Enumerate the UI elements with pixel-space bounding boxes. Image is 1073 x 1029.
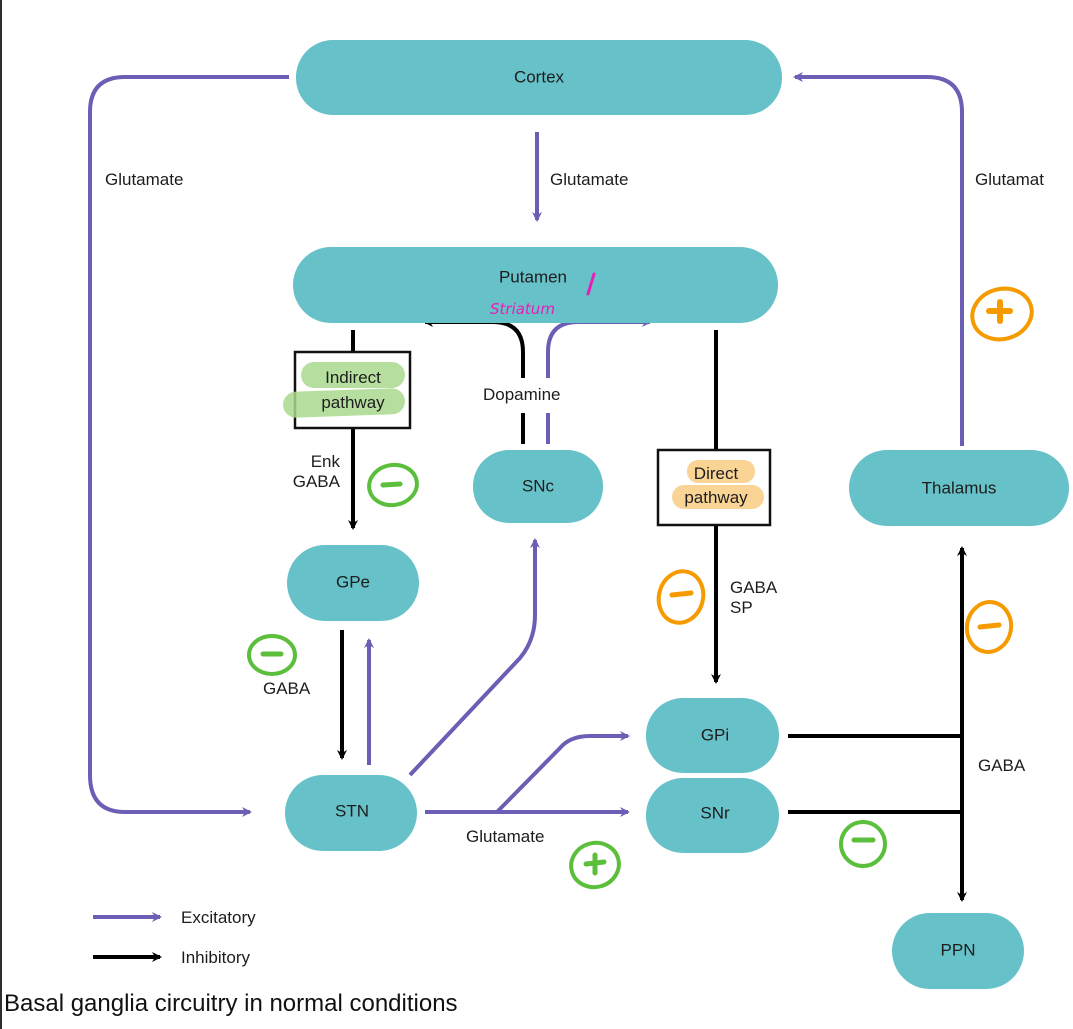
legend: Excitatory Inhibitory (93, 908, 256, 967)
snc-to-putamen-excitatory-arrow-upper (546, 317, 652, 378)
label-sp-direct: SP (730, 598, 753, 617)
indirect-pathway-box: Indirect pathway (283, 350, 412, 430)
label-glutamate-right: Glutamat (975, 170, 1044, 189)
thalamus-to-cortex-arrow (793, 72, 964, 446)
indirect-highlight-line1 (301, 362, 405, 388)
label-gaba-gpe-stn: GABA (263, 679, 311, 698)
legend-item-inhibitory: Inhibitory (93, 948, 250, 967)
node-gpi-label: GPi (701, 725, 729, 744)
label-glutamate-stn: Glutamate (466, 827, 544, 846)
node-putamen-label: Putamen (499, 267, 567, 286)
indirect-highlight-line2 (283, 388, 405, 418)
label-gaba-output: GABA (978, 756, 1026, 775)
putamen-striatum-annotation: Striatum (490, 272, 596, 318)
legend-excitatory-label: Excitatory (181, 908, 256, 927)
legend-item-excitatory: Excitatory (93, 908, 256, 927)
snc-to-putamen-inhibitory-arrow-upper (423, 317, 525, 378)
cortex-to-stn-arrow (88, 75, 289, 817)
legend-inhibitory-label: Inhibitory (181, 948, 250, 967)
label-enk: Enk (311, 452, 341, 471)
node-snr: SNr (646, 778, 779, 853)
minus-sign-icon (367, 462, 419, 508)
node-cortex: Cortex (296, 40, 782, 115)
window-left-border (0, 0, 2, 1029)
node-snr-label: SNr (700, 803, 730, 822)
plus-sign-icon (569, 840, 621, 890)
node-gpi: GPi (646, 698, 779, 773)
label-glutamate-center: Glutamate (550, 170, 628, 189)
node-cortex-label: Cortex (514, 67, 565, 86)
label-glutamate-left: Glutamate (105, 170, 183, 189)
stn-to-gpi-arrow (495, 731, 630, 814)
node-putamen: Putamen (293, 247, 778, 323)
node-snc-label: SNc (522, 476, 555, 495)
direct-highlight-line1 (687, 460, 755, 483)
striatum-handwritten-label: Striatum (490, 300, 555, 318)
node-stn-label: STN (335, 801, 369, 820)
node-ppn: PPN (892, 913, 1024, 989)
plus-sign-icon (970, 286, 1034, 342)
node-thalamus: Thalamus (849, 450, 1069, 526)
label-gaba-direct: GABA (730, 578, 778, 597)
direct-pathway-box: Direct pathway (656, 448, 772, 527)
node-gpe-label: GPe (336, 572, 370, 591)
stn-to-snc-arrow (408, 538, 540, 777)
node-stn: STN (285, 775, 417, 851)
label-dopamine: Dopamine (483, 385, 561, 404)
figure-caption: Basal ganglia circuitry in normal condit… (4, 990, 458, 1017)
node-ppn-label: PPN (941, 940, 976, 959)
node-gpe: GPe (287, 545, 419, 621)
direct-label-line2: pathway (684, 488, 748, 507)
indirect-label-line1: Indirect (325, 368, 381, 387)
direct-highlight-line2 (672, 485, 764, 509)
minus-sign-icon (247, 634, 297, 676)
node-snc: SNc (473, 450, 603, 523)
minus-sign-icon (839, 820, 887, 868)
indirect-label-line2: pathway (321, 393, 385, 412)
direct-label-line1: Direct (694, 464, 739, 483)
node-thalamus-label: Thalamus (922, 478, 997, 497)
label-gaba-indirect: GABA (293, 472, 341, 491)
minus-sign-icon (964, 600, 1014, 654)
minus-sign-icon (656, 569, 706, 625)
magenta-slash (586, 272, 596, 296)
